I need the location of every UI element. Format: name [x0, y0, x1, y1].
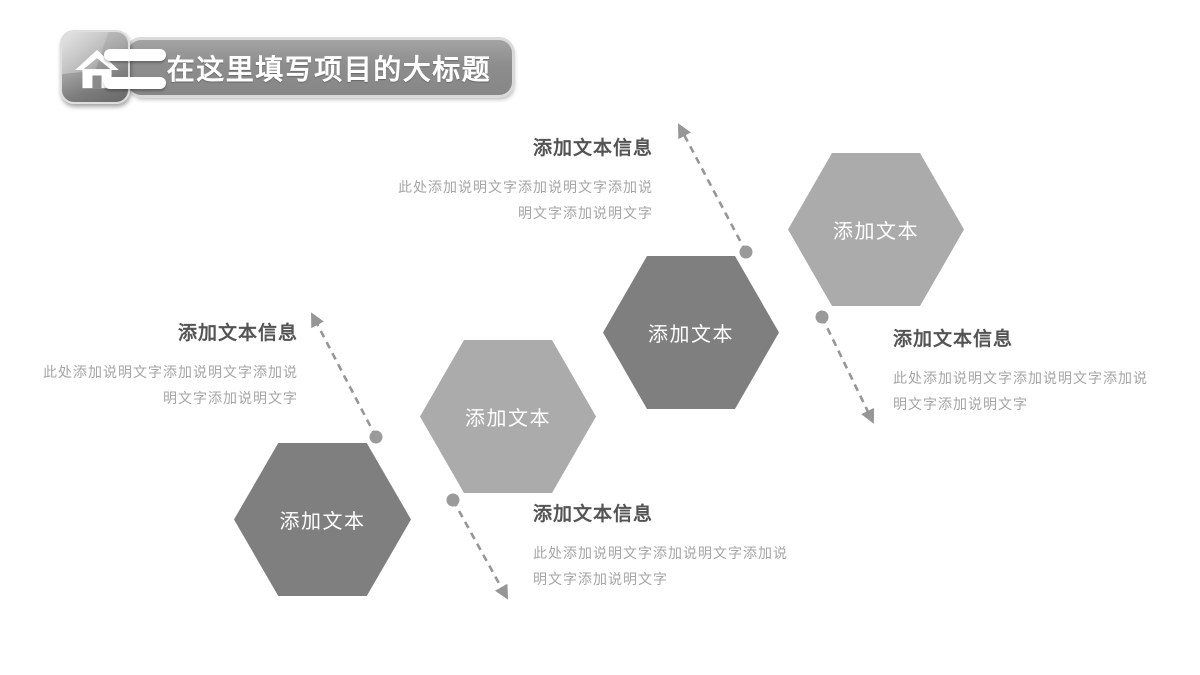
text-block-body-line: 此处添加说明文字添加说明文字添加说	[43, 364, 298, 380]
connector-arrow-3	[677, 123, 753, 259]
text-block-heading: 添加文本信息	[532, 138, 653, 159]
connector-dot-1	[369, 430, 383, 444]
hexagon-2[interactable]: 添加文本	[420, 340, 596, 493]
hexagon-label: 添加文本	[465, 408, 551, 430]
connector-peg-top	[104, 49, 166, 61]
connector-dot-2	[446, 493, 460, 507]
hexagon-1[interactable]: 添加文本	[234, 443, 411, 596]
text-block-body-line: 此处添加说明文字添加说明文字添加说	[398, 179, 653, 195]
text-block-body-line: 明文字添加说明文字	[518, 205, 653, 221]
connector-arrow-2	[446, 493, 509, 600]
text-block-heading: 添加文本信息	[533, 504, 654, 525]
slide-title: 在这里填写项目的大标题	[166, 53, 492, 85]
text-block-heading: 添加文本信息	[177, 323, 298, 344]
slide-title-plate[interactable]: 在这里填写项目的大标题	[128, 40, 512, 95]
text-block-bottom[interactable]: 添加文本信息 此处添加说明文字添加说明文字添加说 明文字添加说明文字	[533, 502, 823, 592]
connector-dot-4	[815, 310, 829, 324]
connector-dot-3	[739, 245, 753, 259]
text-block-body-line: 此处添加说明文字添加说明文字添加说	[533, 545, 788, 561]
connector-arrow-1	[311, 312, 383, 444]
hexagon-4[interactable]: 添加文本	[788, 153, 964, 306]
text-block-heading: 添加文本信息	[893, 329, 1014, 350]
text-block-right[interactable]: 添加文本信息 此处添加说明文字添加说明文字添加说 明文字添加说明文字	[893, 327, 1183, 417]
home-icon-tile	[60, 30, 130, 104]
hexagon-label: 添加文本	[279, 511, 366, 533]
hexagon-label: 添加文本	[833, 221, 919, 243]
hexagon-3[interactable]: 添加文本	[603, 256, 779, 409]
text-block-left[interactable]: 添加文本信息 此处添加说明文字添加说明文字添加说 明文字添加说明文字	[28, 321, 298, 411]
text-block-body-line: 明文字添加说明文字	[893, 396, 1028, 412]
connector-arrow-4	[815, 310, 875, 424]
connector-peg-bottom	[104, 77, 166, 89]
text-block-body-line: 明文字添加说明文字	[533, 571, 668, 587]
text-block-top[interactable]: 添加文本信息 此处添加说明文字添加说明文字添加说 明文字添加说明文字	[383, 136, 653, 226]
text-block-body-line: 此处添加说明文字添加说明文字添加说	[893, 370, 1148, 386]
hexagon-label: 添加文本	[648, 324, 734, 346]
text-block-body-line: 明文字添加说明文字	[163, 390, 298, 406]
